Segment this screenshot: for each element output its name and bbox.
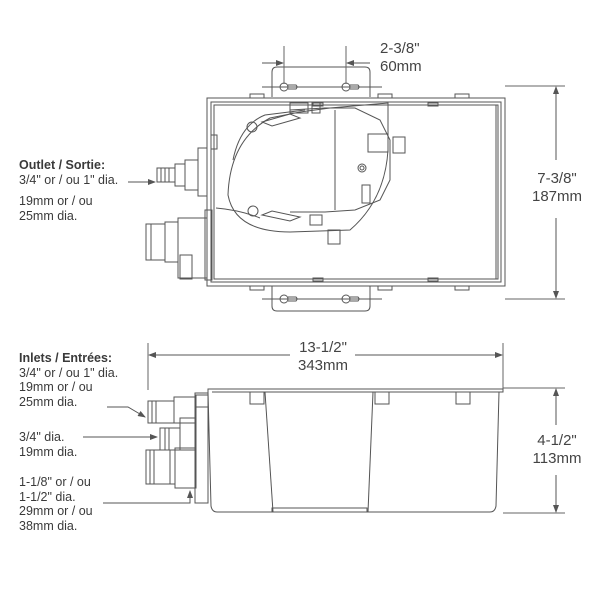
outlet-line: 3/4" or / ou 1" dia. bbox=[19, 172, 119, 187]
outlet-line: 19mm or / ou bbox=[19, 194, 93, 208]
mount-spacing-imperial: 2-3/8" bbox=[380, 40, 420, 57]
inlet-1-line: 25mm dia. bbox=[19, 394, 78, 409]
mount-spacing-metric: 60mm bbox=[380, 58, 422, 75]
inlet-1-line: 19mm or / ou bbox=[19, 380, 93, 394]
inlet-3-line: 1-1/8" or / ou bbox=[19, 475, 91, 489]
inlet-2-line: 3/4" dia. bbox=[19, 430, 65, 444]
outlet-callout: Outlet / Sortie: 3/4" or / ou 1" dia. 19… bbox=[19, 158, 118, 223]
width-dimension: 7-3/8" 187mm bbox=[528, 170, 586, 206]
height-metric: 113mm bbox=[532, 450, 582, 467]
length-metric: 343mm bbox=[297, 357, 349, 374]
inlets-heading: Inlets / Entrées: bbox=[19, 351, 113, 365]
height-dimension: 4-1/2" 113mm bbox=[528, 432, 586, 468]
mount-spacing-dimension: 2-3/8" 60mm bbox=[380, 40, 422, 76]
inlet-2-callout: 3/4" dia. 19mm dia. bbox=[19, 430, 77, 459]
inlet-3-callout: 1-1/8" or / ou 1-1/2" dia. 29mm or / ou … bbox=[19, 475, 93, 533]
width-imperial: 7-3/8" bbox=[537, 170, 577, 187]
inlet-1-line: 3/4" or / ou 1" dia. bbox=[19, 365, 119, 380]
length-dimension: 13-1/2" 343mm bbox=[292, 339, 354, 375]
inlet-2-line: 19mm dia. bbox=[19, 444, 78, 459]
side-view bbox=[83, 343, 565, 514]
width-metric: 187mm bbox=[531, 188, 583, 205]
inlets-callout: Inlets / Entrées: 3/4" or / ou 1" dia. 1… bbox=[19, 351, 118, 409]
length-imperial: 13-1/2" bbox=[299, 339, 347, 356]
inlet-3-line: 38mm dia. bbox=[19, 518, 78, 533]
outlet-heading: Outlet / Sortie: bbox=[19, 158, 106, 172]
outlet-line: 25mm dia. bbox=[19, 208, 78, 223]
inlet-3-line: 29mm or / ou bbox=[19, 504, 93, 518]
height-imperial: 4-1/2" bbox=[537, 432, 577, 449]
top-view bbox=[128, 46, 565, 312]
inlet-3-line: 1-1/2" dia. bbox=[19, 489, 76, 504]
